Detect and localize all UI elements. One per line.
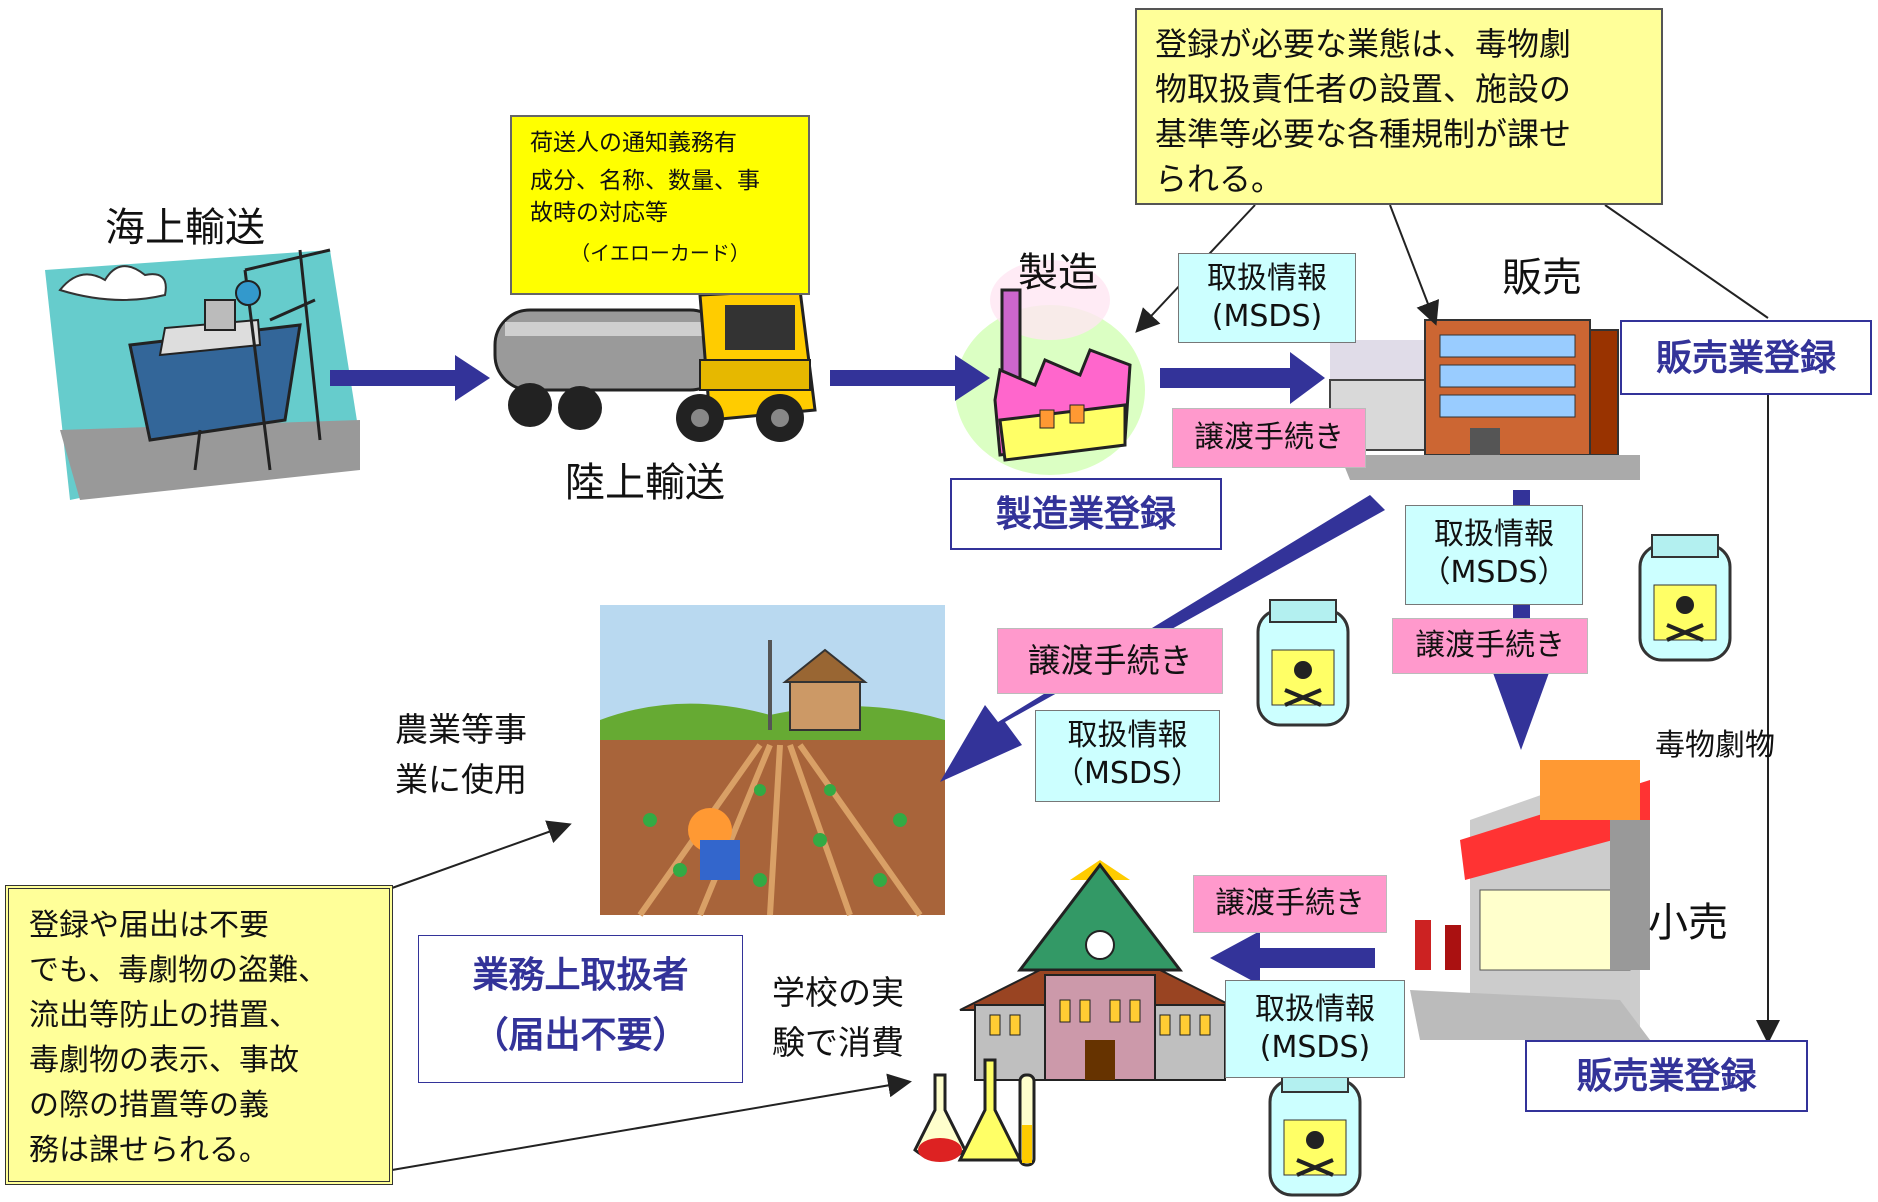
school-label: 学校の実 験で消費 [772,968,904,1068]
exemption-note-line-3: 流出等防止の措置、 [29,998,299,1033]
poison-bottle-icon [1256,599,1350,727]
msds-line-2: （MSDS） [1420,555,1568,590]
registration-note-line-2: 物取扱責任者の設置、施設の [1155,70,1572,108]
sales-label: 販売 [1502,255,1582,301]
exemption-note-line-1: 登録や届出は不要 [29,908,269,943]
tanker-truck-icon [493,288,817,442]
registration-requirement-note: 登録が必要な業態は、毒物劇 物取扱責任者の設置、施設の 基準等必要な各種規制が課… [1135,8,1663,205]
msds-box: 取扱情報 (MSDS) [1225,980,1405,1078]
exemption-note: 登録や届出は不要 でも、毒劇物の盗難、 流出等防止の措置、 毒劇物の表示、事故 … [5,885,393,1185]
registration-note-line-4: られる。 [1155,160,1284,198]
poison-bottle-icon [1638,534,1732,662]
school-building-icon [959,860,1241,1081]
msds-box: 取扱情報 （MSDS） [1035,710,1220,802]
msds-line-2: (MSDS) [1259,1030,1371,1065]
transfer-procedure-box: 譲渡手続き [1392,618,1588,674]
shipper-note-line-3: 故時の対応等 [530,200,668,226]
msds-line-1: 取扱情報 [1207,261,1327,296]
transfer-procedure-box: 譲渡手続き [1172,408,1366,468]
poison-bottle-icon [1268,1069,1362,1197]
lab-flask-icon [913,1058,1036,1167]
transfer-procedure-box: 譲渡手続き [1193,875,1387,933]
msds-line-1: 取扱情報 [1067,718,1188,753]
registration-note-line-3: 基準等必要な各種規制が課せ [1155,115,1572,153]
school-line-1: 学校の実 [772,973,904,1012]
shipper-note-line-2: 成分、名称、数量、事 [530,168,760,194]
exemption-note-line-5: の際の措置等の義 [29,1088,269,1123]
sea-transport-label: 海上輸送 [105,205,265,251]
business-handler-subtitle: （届出不要） [472,1015,689,1056]
exemption-note-line-2: でも、毒劇物の盗難、 [29,953,329,988]
cargo-ship-icon [45,248,360,500]
land-transport-label: 陸上輸送 [565,460,725,506]
msds-line-1: 取扱情報 [1434,517,1554,552]
leader-lines [391,204,1780,1171]
agriculture-label: 農業等事 業に使用 [395,705,527,805]
retail-registration-label: 販売業登録 [1525,1040,1808,1112]
shipper-note-line-1: 荷送人の通知義務有 [530,130,737,156]
msds-line-2: (MSDS) [1211,299,1323,334]
agriculture-line-2: 業に使用 [395,760,527,799]
manufacturing-registration-label: 製造業登録 [950,478,1222,550]
agriculture-line-1: 農業等事 [395,710,527,749]
factory-icon [955,260,1145,475]
office-building-icon [1329,319,1640,480]
school-line-2: 験で消費 [772,1023,904,1062]
poison-label: 毒物劇物 [1655,728,1775,763]
sales-registration-label: 販売業登録 [1620,320,1872,395]
exemption-note-line-6: 務は課せられる。 [29,1133,269,1168]
retail-store-icon [1410,760,1650,1040]
msds-line-1: 取扱情報 [1255,992,1375,1027]
yellow-card-label: （イエローカード） [570,241,750,265]
msds-box: 取扱情報 （MSDS） [1405,505,1583,605]
shipper-notification-note: 荷送人の通知義務有 成分、名称、数量、事 故時の対応等 （イエローカード） [510,115,810,295]
exemption-note-line-4: 毒劇物の表示、事故 [29,1043,299,1078]
transfer-procedure-box: 譲渡手続き [997,628,1223,694]
msds-line-2: （MSDS） [1053,756,1202,791]
business-handler-box: 業務上取扱者 （届出不要） [418,935,743,1083]
retail-label: 小売 [1648,900,1728,946]
manufacture-label: 製造 [1018,250,1098,296]
registration-note-line-1: 登録が必要な業態は、毒物劇 [1155,25,1572,63]
farm-field-icon [600,605,945,917]
msds-box: 取扱情報 (MSDS) [1178,253,1356,343]
business-handler-title: 業務上取扱者 [472,955,689,996]
